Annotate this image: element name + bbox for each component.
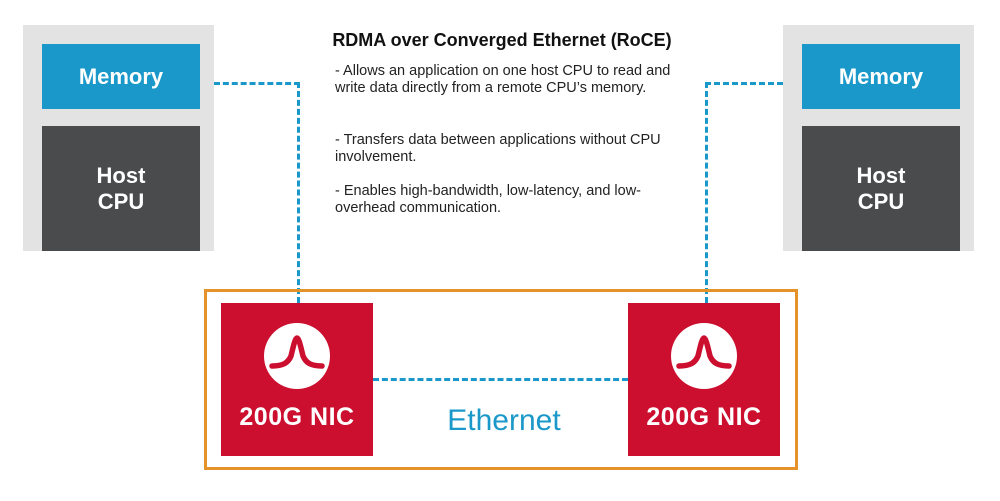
nic-right: 200G NIC — [628, 303, 780, 456]
host-cpu-block-right: Host CPU — [802, 126, 960, 251]
host-cpu-line2: CPU — [97, 188, 145, 214]
broadcom-logo-icon — [264, 323, 330, 389]
host-cpu-line1: Host — [856, 162, 906, 188]
nic-group-frame — [204, 289, 798, 470]
memory-link-right-vertical — [705, 82, 708, 303]
memory-block-left: Memory — [42, 44, 200, 109]
host-cpu-block-left: Host CPU — [42, 126, 200, 251]
nic-label-right: 200G NIC — [646, 403, 762, 431]
host-right: Memory Host CPU — [783, 25, 974, 251]
broadcom-logo-icon — [671, 323, 737, 389]
host-cpu-line1: Host — [96, 162, 146, 188]
host-left: Memory Host CPU — [23, 25, 214, 251]
diagram-title: RDMA over Converged Ethernet (RoCE) — [332, 30, 672, 50]
memory-link-left-horizontal — [214, 82, 300, 85]
bullet-3: - Enables high-bandwidth, low-latency, a… — [335, 183, 642, 216]
ethernet-label: Ethernet — [447, 404, 561, 437]
bullet-2: - Transfers data between applications wi… — [335, 132, 661, 165]
host-cpu-line2: CPU — [857, 188, 905, 214]
nic-left: 200G NIC — [221, 303, 373, 456]
bullet-1: - Allows an application on one host CPU … — [335, 63, 671, 96]
memory-block-right: Memory — [802, 44, 960, 109]
ethernet-link — [373, 378, 628, 381]
memory-link-left-vertical — [297, 82, 300, 303]
nic-label-left: 200G NIC — [239, 403, 355, 431]
memory-link-right-horizontal — [705, 82, 783, 85]
